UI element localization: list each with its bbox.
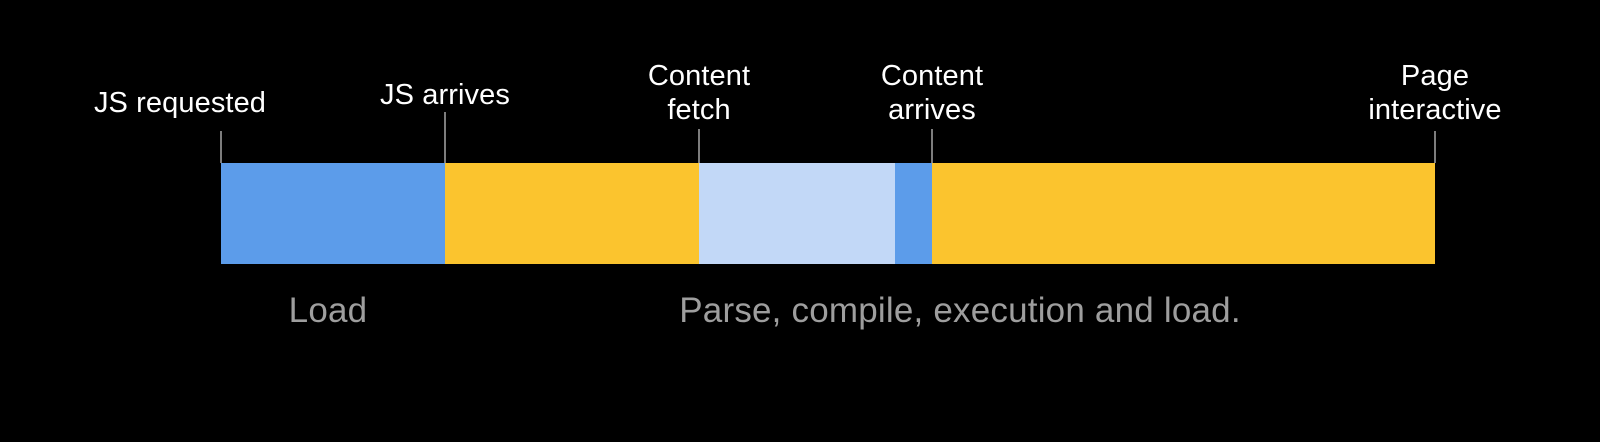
bar-segment-content-process xyxy=(932,163,1435,264)
marker-label-page-interactive: Page interactive xyxy=(1368,60,1502,126)
caption-parse-compile-execution-and-load: Parse, compile, execution and load. xyxy=(679,291,1241,330)
marker-label-content-fetch: Content fetch xyxy=(647,60,751,126)
caption-load: Load xyxy=(288,291,368,330)
marker-label-js-requested: JS requested xyxy=(93,87,267,119)
marker-label-js-arrives: JS arrives xyxy=(380,79,510,111)
timeline-bar xyxy=(221,163,1435,264)
tick-line-content-arrives xyxy=(931,129,933,163)
bar-segment-js-parse-compile-execute xyxy=(445,163,699,264)
bar-segment-js-download xyxy=(221,163,445,264)
tick-line-js-arrives xyxy=(444,112,446,163)
bar-segment-content-fetch-wait xyxy=(699,163,895,264)
bar-segment-content-download xyxy=(895,163,932,264)
tick-line-js-requested xyxy=(220,131,222,163)
tick-line-content-fetch xyxy=(698,129,700,163)
tick-line-page-interactive xyxy=(1434,131,1436,163)
marker-label-content-arrives: Content arrives xyxy=(880,60,984,126)
